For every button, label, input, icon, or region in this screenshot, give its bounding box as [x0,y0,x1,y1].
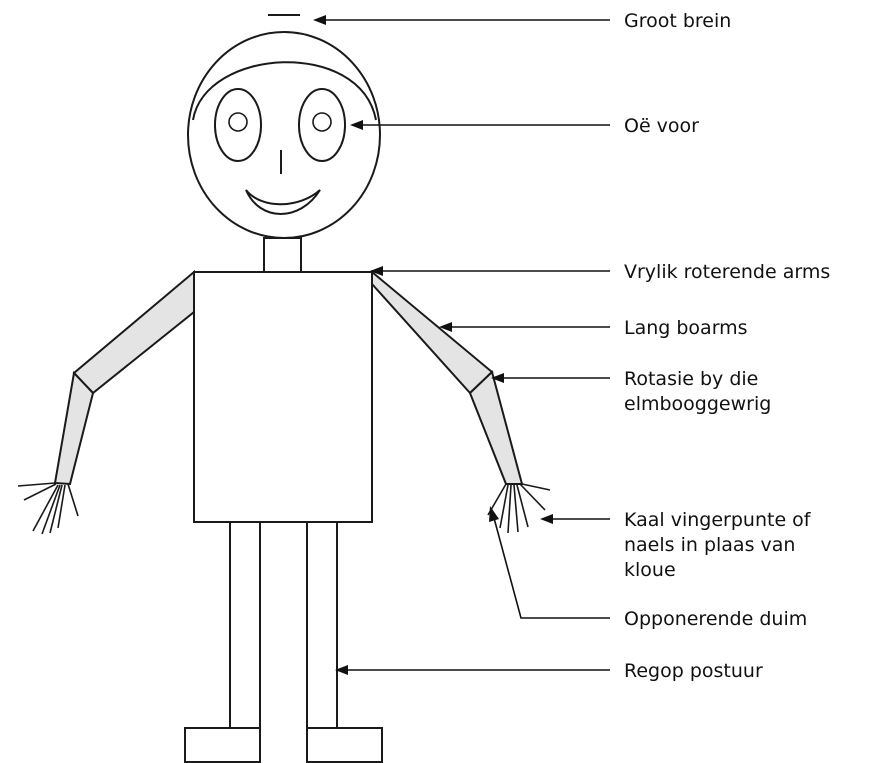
right-arm [372,272,550,533]
label-regop-postuur: Regop postuur [624,660,763,682]
right-hand-fingers [488,484,550,533]
leader-vrylik-roterende-arms [370,266,610,276]
left-hand-fingers [18,483,78,534]
left-leg [230,522,260,728]
leader-kaal-vingerpunte [540,514,610,524]
right-eye [299,89,345,161]
leader-opponerende-duim [489,506,610,618]
brain-line [193,62,376,120]
label-rotasie-line2: elmbooggewrig [624,393,771,415]
right-pupil [313,113,331,131]
label-rotasie-line1: Rotasie by die [624,368,758,390]
right-foot [307,728,382,762]
left-pupil [229,113,247,131]
label-kaal-line1: Kaal vingerpunte of [624,509,812,531]
leader-rotasie [491,373,610,383]
left-forearm [55,373,93,484]
left-eye [215,89,261,161]
figure [18,15,550,762]
label-groot-brein: Groot brein [624,10,731,32]
label-kaal-line3: kloue [624,559,676,581]
neck [264,238,301,272]
label-kaal-line2: naels in plaas van [624,534,795,556]
torso [194,272,372,522]
right-leg [307,522,337,728]
labels: Groot brein Oë voor Vrylik roterende arm… [624,10,830,682]
leader-oe-voor [350,120,610,130]
right-forearm [470,372,522,484]
head [188,15,380,238]
label-vrylik-roterende-arms: Vrylik roterende arms [624,261,830,283]
left-arm [18,272,194,534]
label-opponerende-duim: Opponerende duim [624,608,807,630]
label-lang-boarms: Lang boarms [624,317,748,339]
leader-groot-brein [313,15,610,25]
right-upper-arm [372,272,492,393]
smile [246,190,320,214]
leader-lang-boarms [439,322,610,332]
label-oe-voor: Oë voor [624,115,699,137]
left-upper-arm [74,272,194,393]
leader-regop-postuur [335,665,610,675]
left-foot [185,728,260,762]
